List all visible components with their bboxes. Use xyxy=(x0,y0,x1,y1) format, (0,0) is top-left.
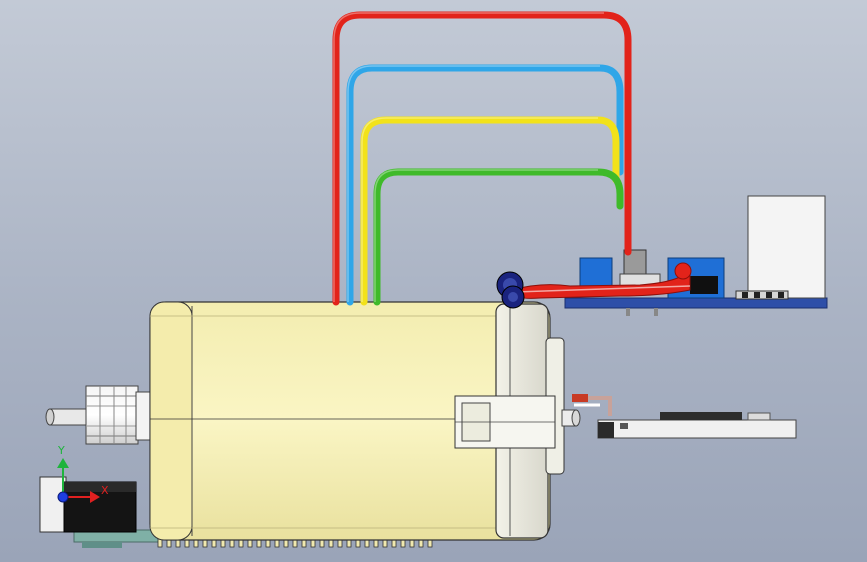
z-axis-dot xyxy=(57,491,69,503)
motor-end-cap xyxy=(454,303,565,539)
wire-green xyxy=(373,168,624,306)
wire-bundle xyxy=(332,11,632,306)
mount-bracket xyxy=(39,476,137,533)
y-axis-label: Y xyxy=(57,444,65,457)
axis-triad: Y X xyxy=(57,444,109,503)
rear-shaft xyxy=(561,394,612,427)
x-axis-label: X xyxy=(101,484,109,497)
wire-yellow xyxy=(360,116,620,306)
harness-wire xyxy=(496,262,692,309)
wire-red xyxy=(332,11,632,306)
wire-blue xyxy=(346,64,624,306)
upper-pcb xyxy=(564,195,828,316)
motor-body xyxy=(149,301,551,541)
base-board xyxy=(73,529,161,548)
lower-pcb xyxy=(597,412,797,439)
cooling-fins xyxy=(157,537,433,548)
pinion-gear xyxy=(85,385,151,445)
